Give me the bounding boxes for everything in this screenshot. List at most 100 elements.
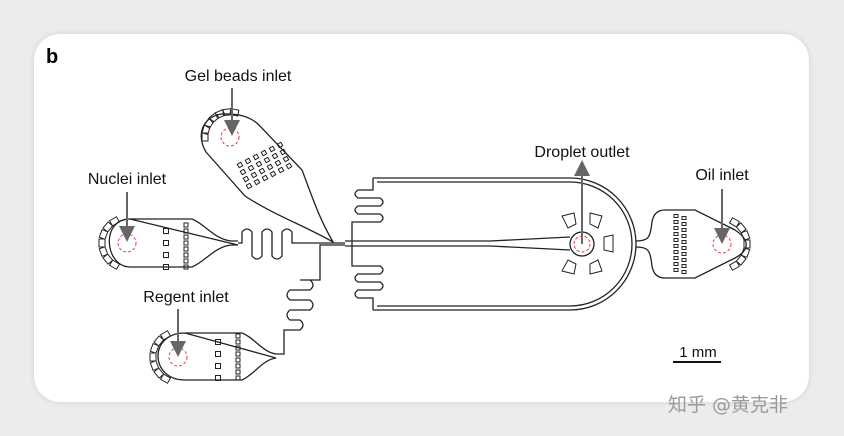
regent-port (168, 347, 188, 367)
filter-post (239, 168, 247, 176)
filter-post (673, 250, 679, 254)
inlet-post (108, 216, 121, 227)
filter-post (163, 240, 169, 246)
filter-post (681, 246, 687, 250)
inlet-post (159, 330, 172, 341)
inlet-post (98, 229, 109, 240)
filter-post (673, 262, 679, 266)
filter-post (235, 333, 241, 339)
inlet-post (98, 238, 106, 248)
filter-post (260, 149, 268, 157)
filter-post (235, 351, 241, 357)
filter-post (235, 369, 241, 375)
oil-inlet-label: Oil inlet (695, 167, 749, 184)
filter-post (235, 375, 241, 381)
inlet-post (153, 335, 165, 347)
filter-post (673, 244, 679, 248)
regent-inlet-label: Regent inlet (143, 289, 229, 306)
inlet-post (149, 360, 160, 371)
filter-post (235, 363, 241, 369)
filter-post (235, 357, 241, 363)
inlet-post (203, 117, 215, 129)
inlet-post (229, 108, 240, 117)
filter-post (681, 270, 687, 274)
droplet-outlet-label: Droplet outlet (534, 144, 630, 161)
filter-post (681, 240, 687, 244)
filter-post (244, 157, 252, 165)
filter-post (282, 155, 290, 163)
filter-post (681, 264, 687, 268)
filter-post (183, 240, 189, 246)
scale-bar-label: 1 mm (679, 344, 717, 361)
filter-post (183, 222, 189, 228)
gel-beads-inlet-label: Gel beads inlet (185, 68, 292, 85)
filter-post (235, 345, 241, 351)
filter-post (279, 148, 287, 156)
filter-post (252, 153, 260, 161)
filter-post (163, 264, 169, 270)
inlet-post (208, 112, 220, 124)
inlet-post (740, 247, 751, 258)
filter-post (681, 252, 687, 256)
chamber-filter-posts (163, 141, 687, 381)
watermark: 知乎 @黄克非 (668, 394, 789, 416)
inlet-filter-posts (98, 108, 751, 384)
filter-post (673, 238, 679, 242)
filter-post (266, 163, 274, 171)
filter-post (235, 339, 241, 345)
nuclei-port (117, 233, 137, 253)
inlet-post (201, 124, 211, 136)
filter-post (255, 160, 263, 168)
droplet-chamber (345, 177, 637, 311)
inlet-post (108, 259, 121, 270)
oil-chamber (635, 209, 747, 279)
inlet-post (735, 254, 747, 266)
inlet-post (201, 132, 209, 142)
filter-post (271, 152, 279, 160)
filter-post (236, 161, 244, 169)
filter-post (681, 228, 687, 232)
inlet-post (153, 367, 165, 379)
outlet-posts (561, 212, 614, 275)
inlet-post (149, 343, 160, 354)
filter-post (242, 175, 250, 183)
filter-post (261, 174, 269, 182)
inlet-post (98, 246, 109, 257)
inlet-post (740, 230, 751, 241)
inlet-post (735, 222, 747, 234)
filter-post (681, 222, 687, 226)
filter-post (276, 141, 284, 149)
chamber-serpentines (351, 178, 384, 310)
filter-post (673, 256, 679, 260)
filter-post (681, 234, 687, 238)
inlet-post (743, 239, 751, 249)
filter-post (673, 226, 679, 230)
filter-post (681, 216, 687, 220)
filter-post (258, 167, 266, 175)
filter-post (183, 264, 189, 270)
inlet-post (728, 260, 741, 271)
filter-post (183, 246, 189, 252)
filter-post (673, 268, 679, 272)
filter-post (681, 258, 687, 262)
filter-post (263, 156, 271, 164)
inlet-post (102, 253, 114, 265)
nuclei-inlet-label: Nuclei inlet (88, 171, 167, 188)
inlet-post (214, 109, 226, 120)
filter-post (183, 234, 189, 240)
inlet-post (149, 352, 157, 362)
filter-post (253, 178, 261, 186)
filter-post (215, 363, 221, 369)
filter-post (215, 375, 221, 381)
filter-post (673, 220, 679, 224)
filter-post (163, 228, 169, 234)
inlet-post (728, 217, 741, 228)
panel-label: b (46, 46, 58, 68)
filter-post (183, 252, 189, 258)
oil-port (712, 234, 732, 254)
filter-post (163, 252, 169, 258)
filter-post (215, 351, 221, 357)
filter-post (183, 228, 189, 234)
filter-post (269, 170, 277, 178)
